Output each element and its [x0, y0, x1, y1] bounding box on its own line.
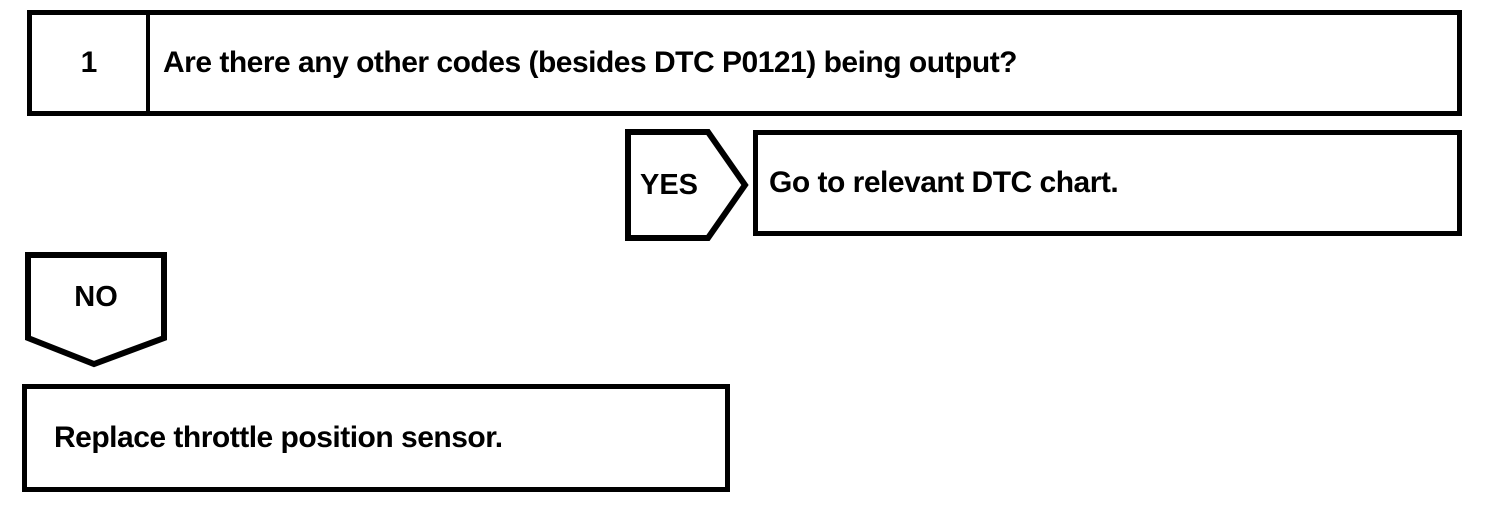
step-number: 1	[32, 15, 150, 111]
step-box: 1 Are there any other codes (besides DTC…	[27, 10, 1462, 116]
no-label: NO	[74, 280, 118, 313]
yes-action-text: Go to relevant DTC chart.	[769, 166, 1119, 199]
step-question-text: Are there any other codes (besides DTC P…	[163, 46, 1018, 79]
yes-connector-shape	[625, 129, 749, 241]
yes-label: YES	[639, 168, 699, 201]
no-action-box: Replace throttle position sensor.	[22, 384, 730, 492]
no-action-text: Replace throttle position sensor.	[54, 421, 503, 454]
no-connector-shape	[25, 252, 167, 368]
yes-action-box: Go to relevant DTC chart.	[753, 130, 1462, 236]
